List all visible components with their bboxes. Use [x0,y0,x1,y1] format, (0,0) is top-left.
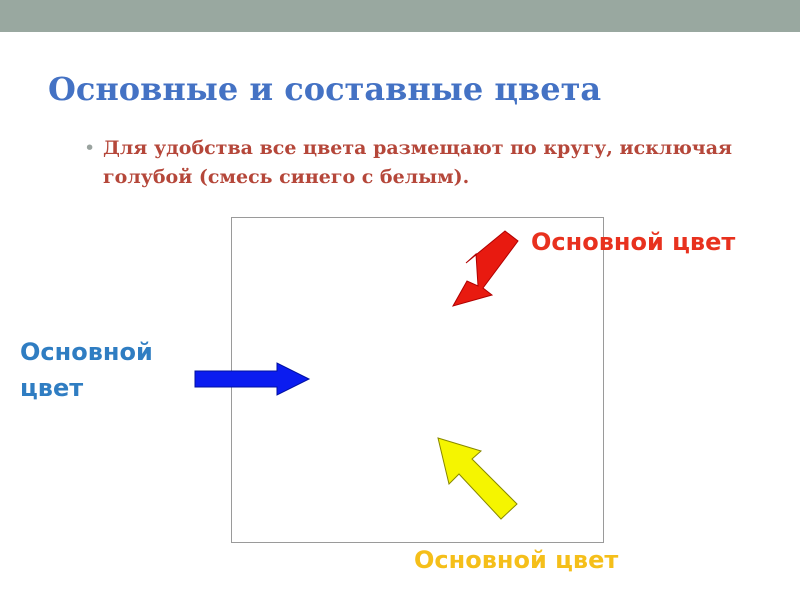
primary-color-label-yellow: Основной цвет [414,546,619,574]
bullet-item: • Для удобства все цвета размещают по кр… [84,134,774,192]
slide-title: Основные и составные цвета [48,70,602,108]
yellow-arrow-shape [437,437,518,520]
bullet-text: Для удобства все цвета размещают по круг… [103,137,733,188]
primary-color-label-red: Основной цвет [531,228,736,256]
primary-color-label-blue: Основной цвет [20,338,153,402]
red-arrow-shape [451,230,519,307]
bullet-marker: • [84,137,96,159]
top-bar [0,0,800,32]
blue-arrow-shape [194,362,311,396]
